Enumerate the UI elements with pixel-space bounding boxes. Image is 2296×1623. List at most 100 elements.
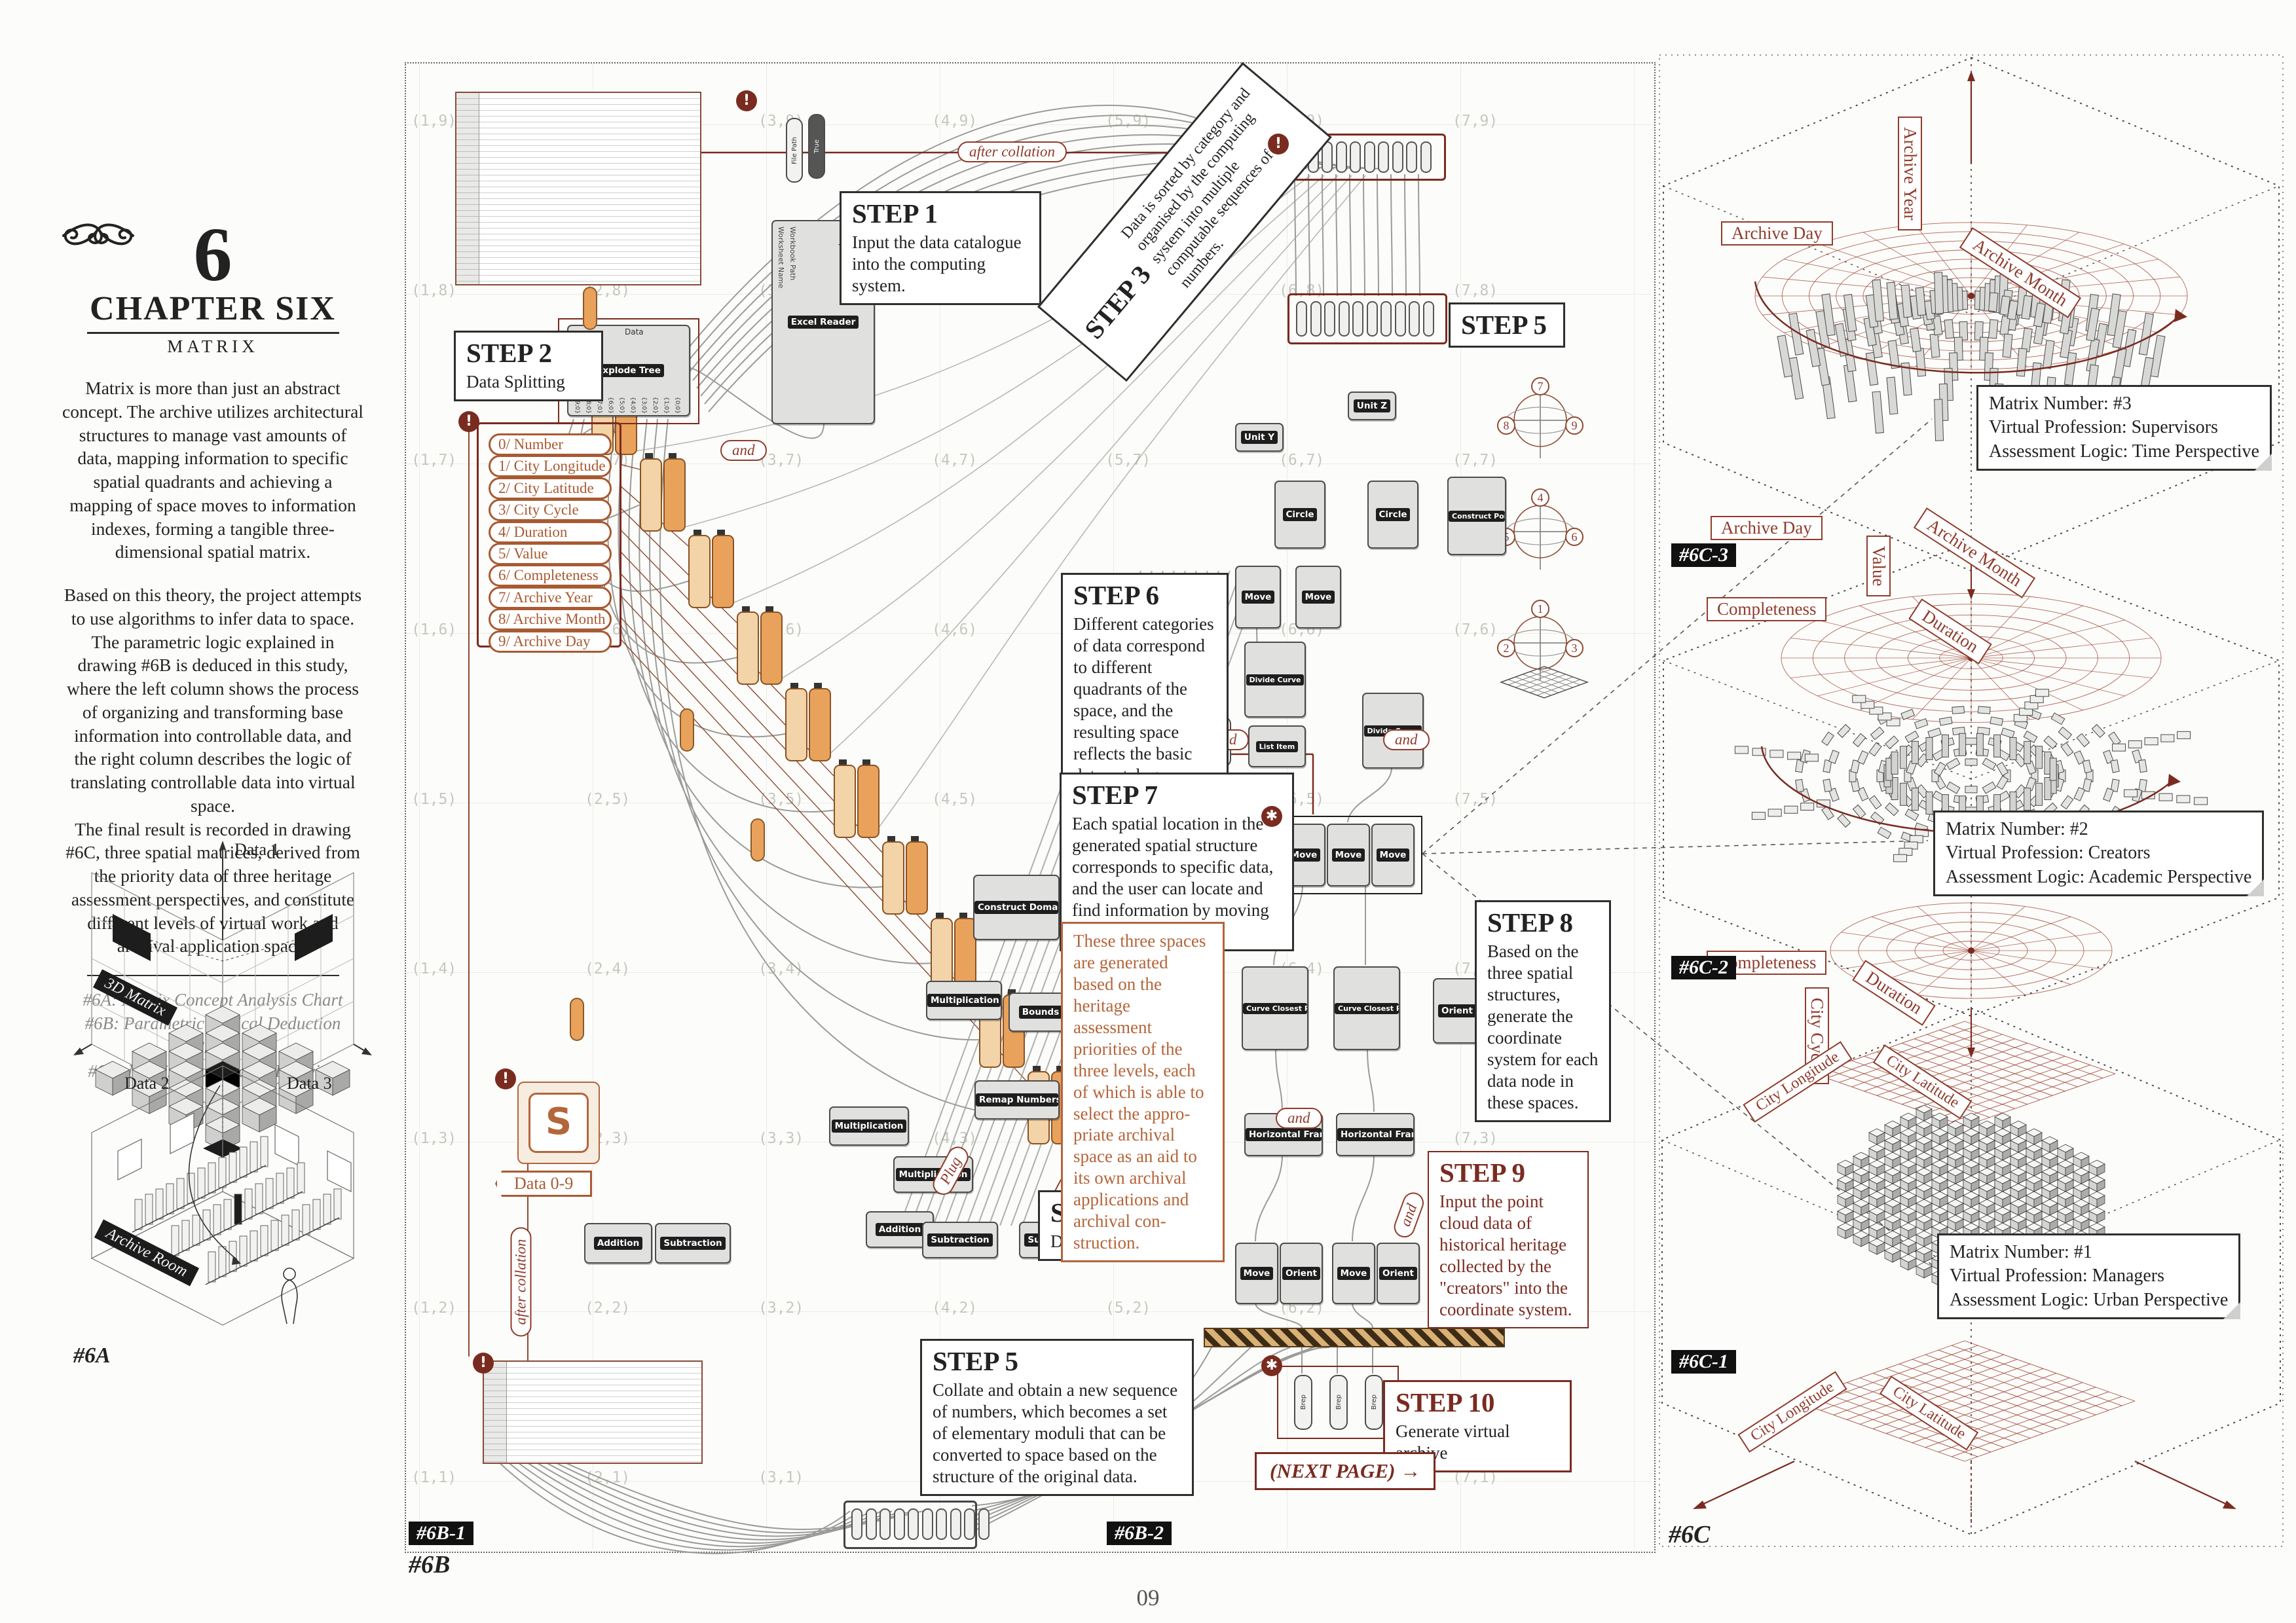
step-5-body: Collate and obtain a new sequence of num… — [933, 1380, 1178, 1486]
stair-panel-tan — [737, 611, 759, 685]
stair-panel-tan — [785, 688, 807, 761]
capsule-label: Brep — [1299, 1395, 1307, 1410]
warning-icon: ! — [458, 411, 479, 432]
step-8-callout: STEP 8 Based on the three spatial struct… — [1475, 900, 1611, 1122]
output-label: {1;0} — [663, 397, 669, 414]
step-6-title: STEP 6 — [1073, 580, 1160, 610]
axis-archive-day-label: Archive Day — [1721, 221, 1833, 246]
intro-paragraph-2: Based on this theory, the project attemp… — [64, 585, 362, 816]
gh-node-label: Divide Curve — [1246, 674, 1305, 685]
gh-node-orient: Orient — [1377, 1243, 1420, 1304]
gh-node-label: Move — [1331, 848, 1365, 862]
sequence-pill — [908, 1508, 919, 1540]
axis-archive-day-label-2: Archive Day — [1711, 516, 1823, 540]
grid-coordinate: (1,1) — [411, 1469, 457, 1486]
priority-note-callout: These three spaces are generated based o… — [1061, 922, 1225, 1263]
input-label: Data — [625, 327, 644, 337]
sequence-pill — [1324, 301, 1335, 337]
and-oval-1: and — [720, 440, 767, 461]
gh-node-orient: Orient — [1433, 978, 1481, 1044]
output-label: {5;0} — [618, 397, 625, 414]
sequence-pills-box-mid — [1287, 293, 1447, 344]
matrix-2-profession: Virtual Profession: Creators — [1946, 843, 2151, 864]
target-number: 3 — [1572, 642, 1578, 655]
flourish-right-icon — [62, 223, 133, 246]
sequence-pill — [1392, 141, 1403, 173]
sequence-pill — [865, 1508, 877, 1540]
matrix-2-logic: Assessment Logic: Academic Perspective — [1946, 866, 2252, 887]
output-label: {9;0} — [574, 397, 580, 414]
grid-coordinate: (7,3) — [1453, 1130, 1498, 1147]
intro-paragraph-3: The final result is recorded in drawing … — [65, 818, 360, 957]
step-7-callout: STEP 7 Each spatial location in the gene… — [1060, 773, 1294, 951]
grid-coordinate: (3,2) — [758, 1300, 804, 1317]
stair-cap — [814, 683, 822, 688]
output-label: {4;0} — [629, 397, 636, 414]
data-field-pill-7: 7/ Archive Year — [489, 586, 612, 609]
sequence-pill — [1352, 301, 1363, 337]
sequence-pill — [1380, 301, 1392, 337]
capsule-label: Brep — [1335, 1395, 1342, 1410]
gh-node-label: Multiplication — [927, 994, 1001, 1007]
data-field-pill-3: 3/ City Cycle — [489, 499, 612, 522]
stair-cap — [1056, 1066, 1064, 1071]
grid-coordinate: (2,1) — [585, 1469, 631, 1486]
gh-node-label: Horizontal Frame — [1337, 1128, 1413, 1141]
target-number: 1 — [1538, 602, 1544, 615]
grid-coordinate: (4,9) — [932, 113, 978, 130]
gh-node-label: Curve Closest Point — [1243, 1002, 1307, 1014]
refs-rule — [86, 975, 339, 976]
matrix-concept-figure — [73, 841, 372, 1326]
sequence-pill — [1335, 141, 1347, 173]
sequence-pill — [950, 1508, 961, 1540]
step-7-body: Each spatial location in the generated s… — [1072, 814, 1274, 941]
capsule-param — [750, 818, 765, 862]
gh-node-horizontal-frame: Horizontal Frame — [1336, 1113, 1415, 1156]
gh-node-move: Move — [1295, 566, 1341, 629]
output-label: {6;0} — [607, 397, 614, 414]
gh-node-unit-z: Unit Z — [1348, 392, 1396, 420]
stair-cap — [959, 913, 967, 918]
gh-node-label: Unit Y — [1240, 431, 1278, 444]
sequence-pill — [1338, 301, 1350, 337]
step-1-callout: STEP 1 Input the data catalogue into the… — [840, 191, 1041, 305]
gh-node-move: Move — [1371, 824, 1415, 886]
gh-node-list-item: List Item — [1248, 725, 1306, 767]
matrix-1-profession: Virtual Profession: Managers — [1950, 1266, 2165, 1286]
gh-node-label: Curve Closest Point — [1335, 1002, 1399, 1014]
gh-node-label: Circle — [1282, 508, 1318, 521]
gh-node-label: Construct Point — [1449, 510, 1505, 522]
script-icon: S — [517, 1082, 600, 1164]
grid-coordinate: (7,7) — [1453, 452, 1498, 469]
gh-node-label: Horizontal Frame — [1246, 1128, 1322, 1141]
target-number: 5 — [1504, 530, 1509, 543]
gh-node-circle: Circle — [1274, 481, 1325, 549]
gh-node-subtraction: Subtraction — [655, 1223, 731, 1264]
stair-cap — [717, 530, 725, 535]
grid-coordinate: (1,8) — [411, 282, 457, 299]
capsule-param — [583, 287, 597, 330]
tag-6c3: #6C-3 — [1671, 543, 1736, 567]
step-5-top-title: STEP 5 — [1461, 310, 1547, 340]
stair-panel-tan — [931, 918, 953, 991]
gh-node-unit-y: Unit Y — [1235, 423, 1284, 452]
gh-node-addition: Addition — [584, 1223, 652, 1264]
stair-cap — [1033, 1066, 1041, 1071]
step-5-title: STEP 5 — [933, 1346, 1019, 1376]
matrix-1-note: Matrix Number: #1 Virtual Profession: Ma… — [1937, 1233, 2241, 1320]
sequence-pill — [1422, 301, 1434, 337]
sequence-pill — [936, 1508, 947, 1540]
step-9-callout: STEP 9 Input the point cloud data of his… — [1428, 1151, 1589, 1328]
grid-coordinate: (1,9) — [411, 113, 457, 130]
gh-node-label: Multiplication — [831, 1120, 907, 1133]
stair-panel-orange — [760, 611, 783, 685]
caption-6b: #6B — [409, 1551, 451, 1578]
gh-node-multiplication: Multiplication — [829, 1106, 909, 1146]
gh-node-orient: Orient — [1280, 1243, 1323, 1304]
gh-node-curve-closest-point: Curve Closest Point — [1333, 966, 1400, 1050]
sequence-pill — [1378, 141, 1389, 173]
star-icon: ✱ — [1261, 1355, 1282, 1376]
gh-node-move: Move — [1327, 824, 1370, 886]
gh-node-label: List Item — [1255, 740, 1299, 752]
target-number: 7 — [1538, 380, 1544, 393]
